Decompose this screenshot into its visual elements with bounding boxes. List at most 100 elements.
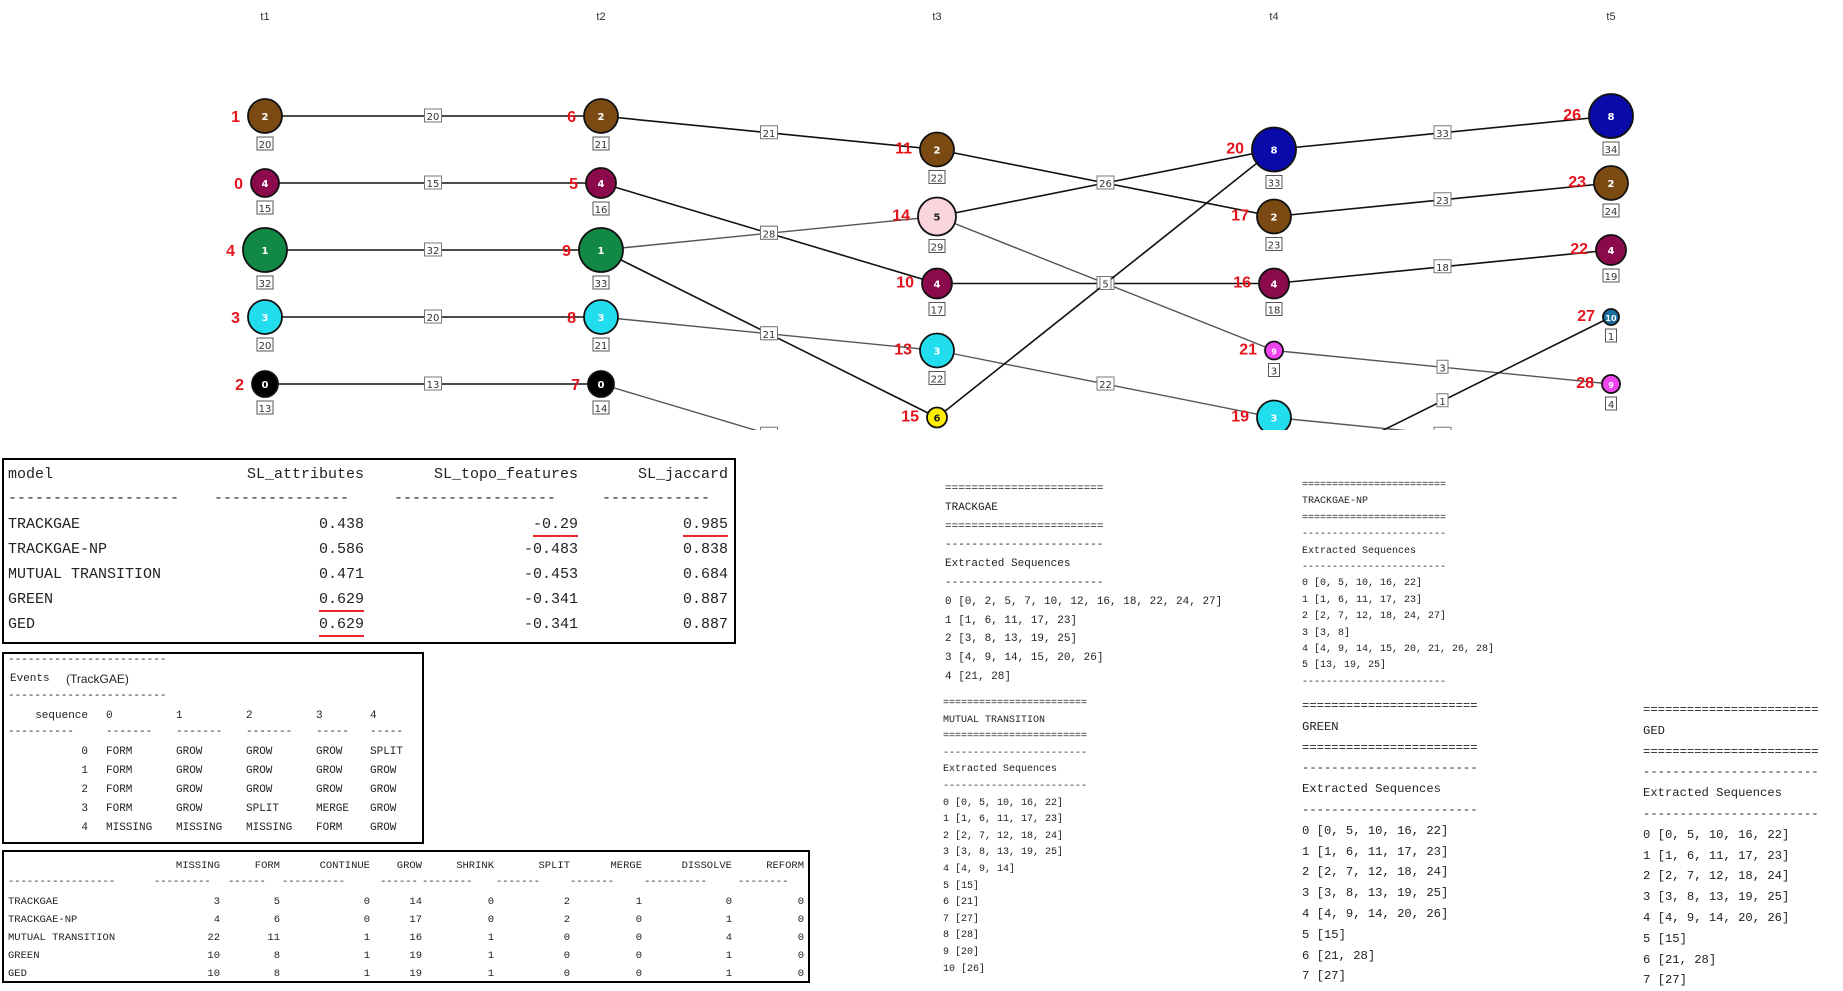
sequence-line: ------------------------ [945, 576, 1104, 589]
node-id-label: 20 [1226, 141, 1244, 158]
graph-node [917, 196, 957, 237]
counts-value: 1 [363, 950, 370, 962]
counts-value: 4 [725, 932, 732, 944]
events-cell: GROW [316, 784, 343, 796]
sequence-line: 1 [1, 6, 11, 17, 23] [1302, 844, 1449, 859]
sequence-line: ======================== [1643, 703, 1819, 717]
node-cluster-label: 5 [934, 213, 941, 224]
graph-node [250, 168, 280, 198]
counts-model-name: MUTUAL TRANSITION [8, 932, 116, 944]
timestep-label: t5 [1606, 11, 1615, 23]
node-size-label: 32 [259, 279, 272, 290]
sequence-line: ------------------------ [1643, 765, 1819, 780]
node-size-box [1265, 175, 1283, 189]
sequence-line: 3 [3, 8, 13, 19, 25] [943, 847, 1064, 859]
events-rule: ------- [246, 726, 293, 738]
metrics-header: SL_jaccard [637, 466, 728, 483]
edge-weight-label: 22 [1099, 380, 1112, 391]
sequence-line: ------------------------ [943, 780, 1088, 792]
metrics-model-name: GED [8, 616, 36, 633]
events-cell: GROW [176, 784, 203, 796]
graph-node [1251, 126, 1297, 173]
events-cell: SPLIT [370, 746, 404, 758]
graph-node [1601, 374, 1621, 394]
counts-value: 14 [409, 896, 422, 908]
counts-value: 1 [487, 932, 494, 944]
node-id-label: 3 [231, 310, 240, 327]
edge-label-box [424, 309, 442, 324]
node-cluster-label: 0 [262, 380, 269, 391]
counts-value: 0 [797, 950, 804, 962]
sequence-line: ======================== [945, 520, 1104, 533]
sequence-line: MUTUAL TRANSITION [943, 714, 1046, 726]
graph-node [578, 227, 624, 273]
node-cluster-label: 3 [262, 313, 269, 324]
metrics-value: -0.483 [523, 541, 578, 558]
node-size-box [928, 302, 946, 316]
edge-label-box [1099, 276, 1112, 290]
node-size-label: 14 [595, 404, 608, 415]
counts-value: 16 [409, 932, 422, 944]
sequence-line: GREEN [1302, 719, 1339, 734]
node-size-box [1605, 396, 1617, 411]
sequence-line: 1 [1, 6, 11, 17, 23] [1302, 594, 1423, 606]
counts-value: 8 [273, 950, 280, 962]
sequence-line: 5 [15] [1302, 927, 1346, 942]
sequence-line: ------------------------ [1302, 562, 1447, 574]
sequence-line: 6 [21, 28] [1302, 948, 1376, 963]
events-cell: GROW [370, 765, 397, 777]
events-cell: SPLIT [246, 803, 280, 815]
sequence-line: 0 [0, 5, 10, 16, 22] [943, 797, 1064, 809]
node-cluster-label: 4 [1271, 280, 1278, 291]
sequence-line: 2 [2, 7, 12, 18, 24] [1643, 869, 1790, 884]
sequence-line: ------------------------ [1302, 676, 1447, 688]
counts-value: 0 [563, 968, 570, 980]
events-cell: GROW [246, 784, 273, 796]
node-id-label: 10 [896, 275, 914, 292]
edge-label-box [760, 225, 778, 240]
graph-nodes: 2201415013243203013222164165133932180147… [226, 93, 1634, 430]
node-size-box [1605, 328, 1617, 343]
edge-label-box [1096, 376, 1115, 391]
node-id-label: 13 [894, 342, 912, 359]
events-header: 0 [106, 710, 113, 722]
graph-node [1256, 399, 1292, 430]
counts-model-name: GREEN [8, 950, 40, 962]
sequence-line: ======================== [1302, 740, 1478, 755]
metrics-value: 0.887 [682, 591, 728, 608]
node-size-box [928, 170, 946, 184]
events-cell: GROW [370, 822, 397, 834]
node-cluster-label: 4 [262, 179, 269, 190]
metrics-rule: --------------- [214, 490, 350, 507]
events-cell: GROW [246, 746, 273, 758]
node-cluster-label: 3 [934, 347, 941, 358]
counts-value: 1 [487, 968, 494, 980]
counts-rule: -------- [738, 876, 789, 888]
node-size-box [1265, 237, 1283, 251]
events-rule: ----- [370, 726, 404, 738]
node-size-label: 4 [1608, 400, 1614, 411]
node-size-box [1602, 203, 1620, 218]
metrics-model-name: GREEN [8, 591, 54, 608]
events-sequence-id: 3 [81, 803, 88, 815]
events-cell: FORM [106, 746, 133, 758]
node-size-box [256, 400, 274, 415]
counts-rule: -------- [422, 876, 473, 888]
counts-value: 1 [725, 950, 732, 962]
sequence-line: 2 [2, 7, 12, 18, 24] [1302, 865, 1449, 880]
node-id-label: 7 [571, 377, 580, 394]
edge-label-box [1436, 359, 1449, 374]
edge-weight-label: 20 [427, 112, 440, 123]
events-sequence-id: 2 [81, 784, 88, 796]
node-size-box [256, 200, 274, 215]
sequence-line: Extracted Sequences [1302, 545, 1417, 557]
metrics-rule: ------------ [602, 490, 711, 507]
edge-weight-label: 23 [1436, 196, 1449, 207]
node-size-box [592, 400, 610, 415]
counts-value: 1 [487, 950, 494, 962]
sequence-line: 6 [21, 28] [1643, 952, 1717, 967]
node-cluster-label: 4 [934, 280, 941, 291]
node-size-label: 20 [259, 140, 272, 151]
edge-label-box [424, 242, 442, 257]
